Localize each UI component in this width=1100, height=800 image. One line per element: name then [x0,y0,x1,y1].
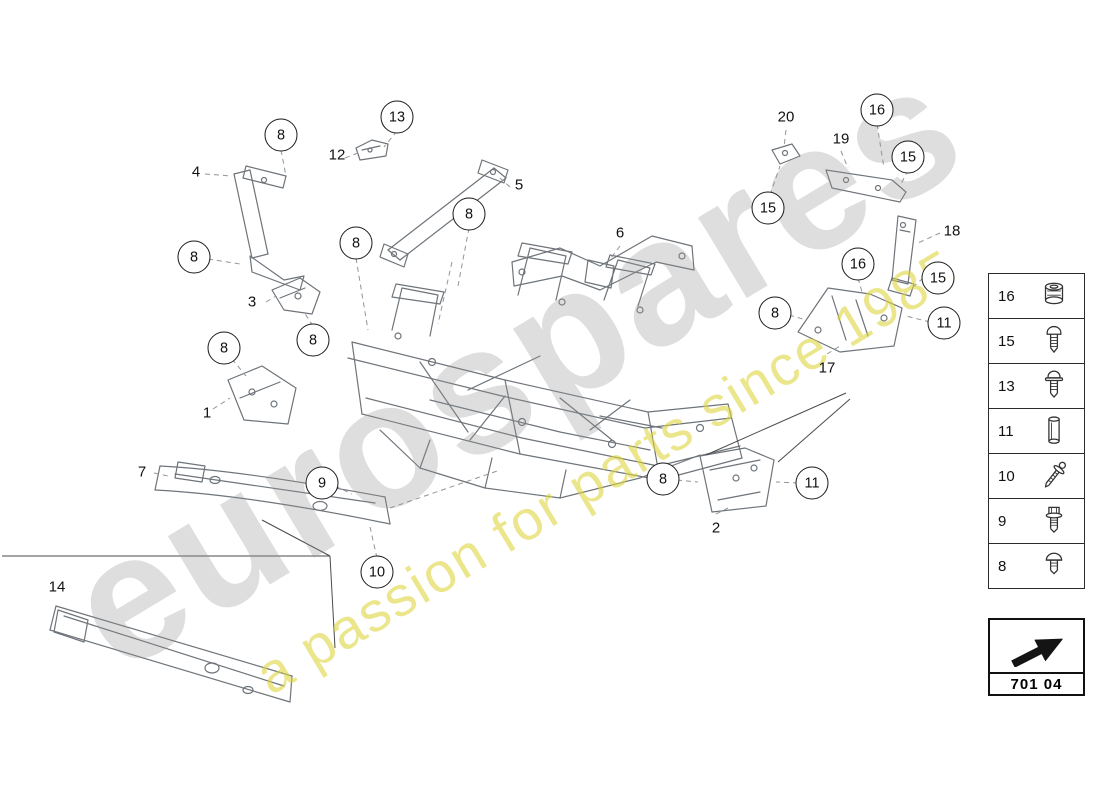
legend-number: 9 [998,512,1007,530]
button-head-screw-icon [1024,546,1084,586]
stud-icon [1024,411,1084,451]
bracket-part1 [227,365,297,425]
legend-item-15: 15 [988,318,1085,364]
legend-number: 11 [998,422,1014,440]
bumper-beam-part14 [49,605,293,703]
direction-arrow-icon [997,621,1077,672]
hex-flange-bolt-icon [1024,501,1084,541]
legend-item-9: 9 [988,498,1085,544]
strip-part18 [887,215,917,297]
rear-frame-assembly [347,242,743,499]
part-code-box: 701 04 [988,618,1085,696]
bumper-carrier-part7 [154,461,391,525]
legend-item-16: 16 [988,273,1085,319]
bracket-part3 [271,277,321,315]
hardware-legend: 16 15 13 11 10 9 8 [988,273,1085,589]
legend-number: 15 [998,332,1015,350]
long-bolt-icon [1024,456,1084,496]
cross-brace-part6 [511,235,695,291]
legend-number: 10 [998,467,1015,485]
upright-bar-part4 [233,165,305,291]
part-code-label: 701 04 [988,672,1085,696]
clamp-part20 [771,143,801,165]
bracket-part12 [355,139,389,161]
direction-arrow-box [988,618,1085,674]
leader-lines-dashed [153,123,941,559]
flange-screw-icon [1024,366,1084,406]
pan-head-screw-icon [1024,321,1084,361]
legend-item-11: 11 [988,408,1085,454]
legend-number: 16 [998,287,1015,305]
legend-item-13: 13 [988,363,1085,409]
legend-item-8: 8 [988,543,1085,589]
diagonal-bar-part5 [379,159,509,268]
legend-number: 8 [998,557,1007,575]
bracket-part19 [825,169,907,203]
legend-number: 13 [998,377,1015,395]
legend-item-10: 10 [988,453,1085,499]
grommet-icon [1024,276,1084,316]
bracket-part2 [699,447,775,513]
bracket-part17 [797,287,903,353]
leader-lines-solid [2,392,851,649]
